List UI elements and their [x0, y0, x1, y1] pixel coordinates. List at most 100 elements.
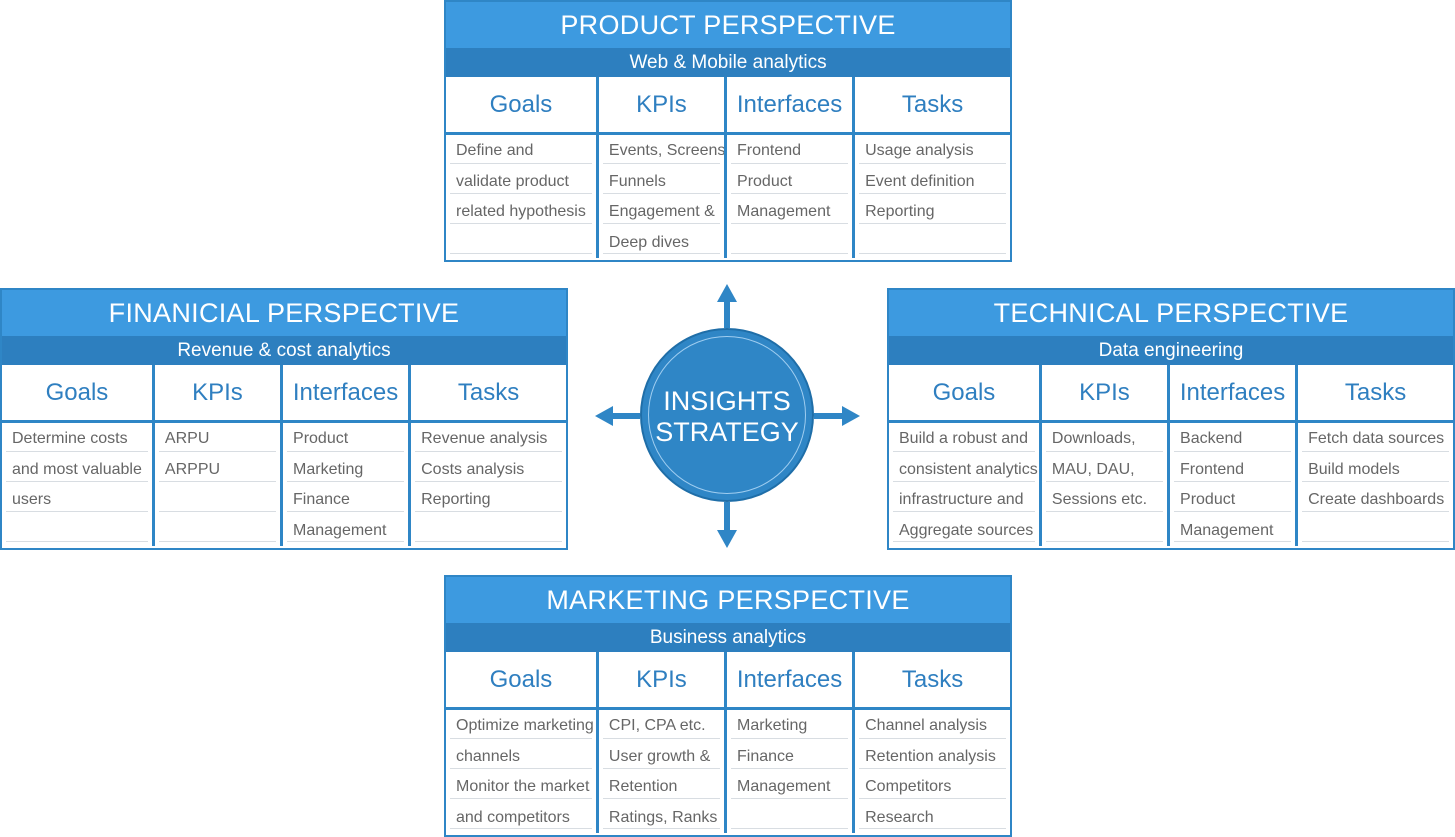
arrow-left-head: [595, 406, 613, 426]
row-divider: [1174, 541, 1292, 542]
row-divider: [1174, 481, 1292, 482]
row-divider: [731, 193, 849, 194]
marketing-perspective-title: MARKETING PERSPECTIVE: [446, 577, 1010, 623]
row-divider: [602, 798, 721, 799]
row-divider: [602, 223, 721, 224]
row-divider: [1045, 541, 1164, 542]
column-header: KPIs: [598, 77, 725, 135]
column-header: Goals: [889, 365, 1039, 423]
row-divider: [158, 541, 277, 542]
row-divider: [859, 738, 1006, 739]
list-item: ARPU: [164, 430, 210, 447]
row-divider: [731, 163, 849, 164]
list-item: Define and: [456, 142, 534, 159]
column-header: Goals: [2, 365, 152, 423]
row-divider: [6, 511, 148, 512]
list-item: infrastructure and: [899, 491, 1024, 508]
list-item: Finance: [737, 747, 794, 765]
column-header: Interfaces: [1170, 365, 1296, 423]
column-header: Tasks: [855, 652, 1010, 710]
row-divider: [1174, 511, 1292, 512]
row-divider: [450, 253, 592, 254]
row-divider: [1045, 511, 1164, 512]
column-header: Tasks: [1298, 365, 1453, 423]
row-divider: [859, 193, 1006, 194]
row-divider: [6, 451, 148, 452]
technical-perspective-subtitle: Data engineering: [889, 336, 1453, 365]
arrow-right-head: [842, 406, 860, 426]
row-divider: [6, 541, 148, 542]
row-divider: [731, 738, 849, 739]
row-divider: [731, 798, 849, 799]
row-divider: [450, 798, 592, 799]
row-divider: [1045, 451, 1164, 452]
row-divider: [450, 163, 592, 164]
list-item: Frontend: [737, 142, 802, 159]
list-item: Product: [737, 172, 793, 190]
list-item: Management: [1180, 521, 1274, 539]
list-item: Retention: [608, 778, 678, 795]
marketing-perspective-subtitle: Business analytics: [446, 623, 1010, 652]
row-divider: [1302, 451, 1449, 452]
row-divider: [893, 541, 1035, 542]
row-divider: [602, 253, 721, 254]
list-item: Sessions etc.: [1051, 491, 1148, 508]
list-item: Create dashboards: [1308, 491, 1445, 508]
list-item: Reporting: [421, 491, 491, 508]
column-header: Interfaces: [283, 365, 409, 423]
column-header: Goals: [446, 77, 596, 135]
row-divider: [450, 768, 592, 769]
product-perspective-title: PRODUCT PERSPECTIVE: [446, 2, 1010, 48]
list-item: consistent analytics: [899, 460, 1038, 478]
list-item: Engagement &: [608, 203, 715, 220]
row-divider: [450, 193, 592, 194]
list-item: Frontend: [1180, 460, 1245, 478]
row-divider: [859, 768, 1006, 769]
row-divider: [158, 451, 277, 452]
list-item: User growth &: [608, 747, 711, 765]
list-item: Research: [865, 808, 934, 826]
arrow-down-head: [717, 530, 737, 548]
list-item: Event definition: [865, 172, 975, 190]
list-item: CPI, CPA etc.: [608, 717, 706, 734]
row-divider: [731, 768, 849, 769]
list-item: Funnels: [608, 172, 666, 190]
center-line-2: STRATEGY: [655, 417, 799, 447]
row-divider: [602, 193, 721, 194]
column-header: KPIs: [154, 365, 281, 423]
circle-inner-ring: [648, 336, 806, 494]
list-item: Downloads,: [1051, 430, 1136, 447]
row-divider: [893, 511, 1035, 512]
row-divider: [893, 451, 1035, 452]
list-item: Costs analysis: [421, 460, 525, 478]
list-item: and most valuable: [12, 460, 142, 478]
list-item: Determine costs: [12, 430, 128, 447]
row-divider: [859, 828, 1006, 829]
list-item: ARPPU: [164, 460, 221, 478]
column-header: KPIs: [1041, 365, 1168, 423]
center-line-1: INSIGHTS: [663, 386, 791, 416]
row-divider: [6, 481, 148, 482]
column-header: Tasks: [411, 365, 566, 423]
list-item: channels: [456, 747, 521, 765]
row-divider: [731, 828, 849, 829]
list-item: related hypothesis: [456, 203, 586, 220]
list-item: users: [12, 491, 52, 508]
list-item: Product: [1180, 491, 1236, 508]
list-item: validate product: [456, 172, 569, 190]
column-header: Interfaces: [727, 652, 853, 710]
